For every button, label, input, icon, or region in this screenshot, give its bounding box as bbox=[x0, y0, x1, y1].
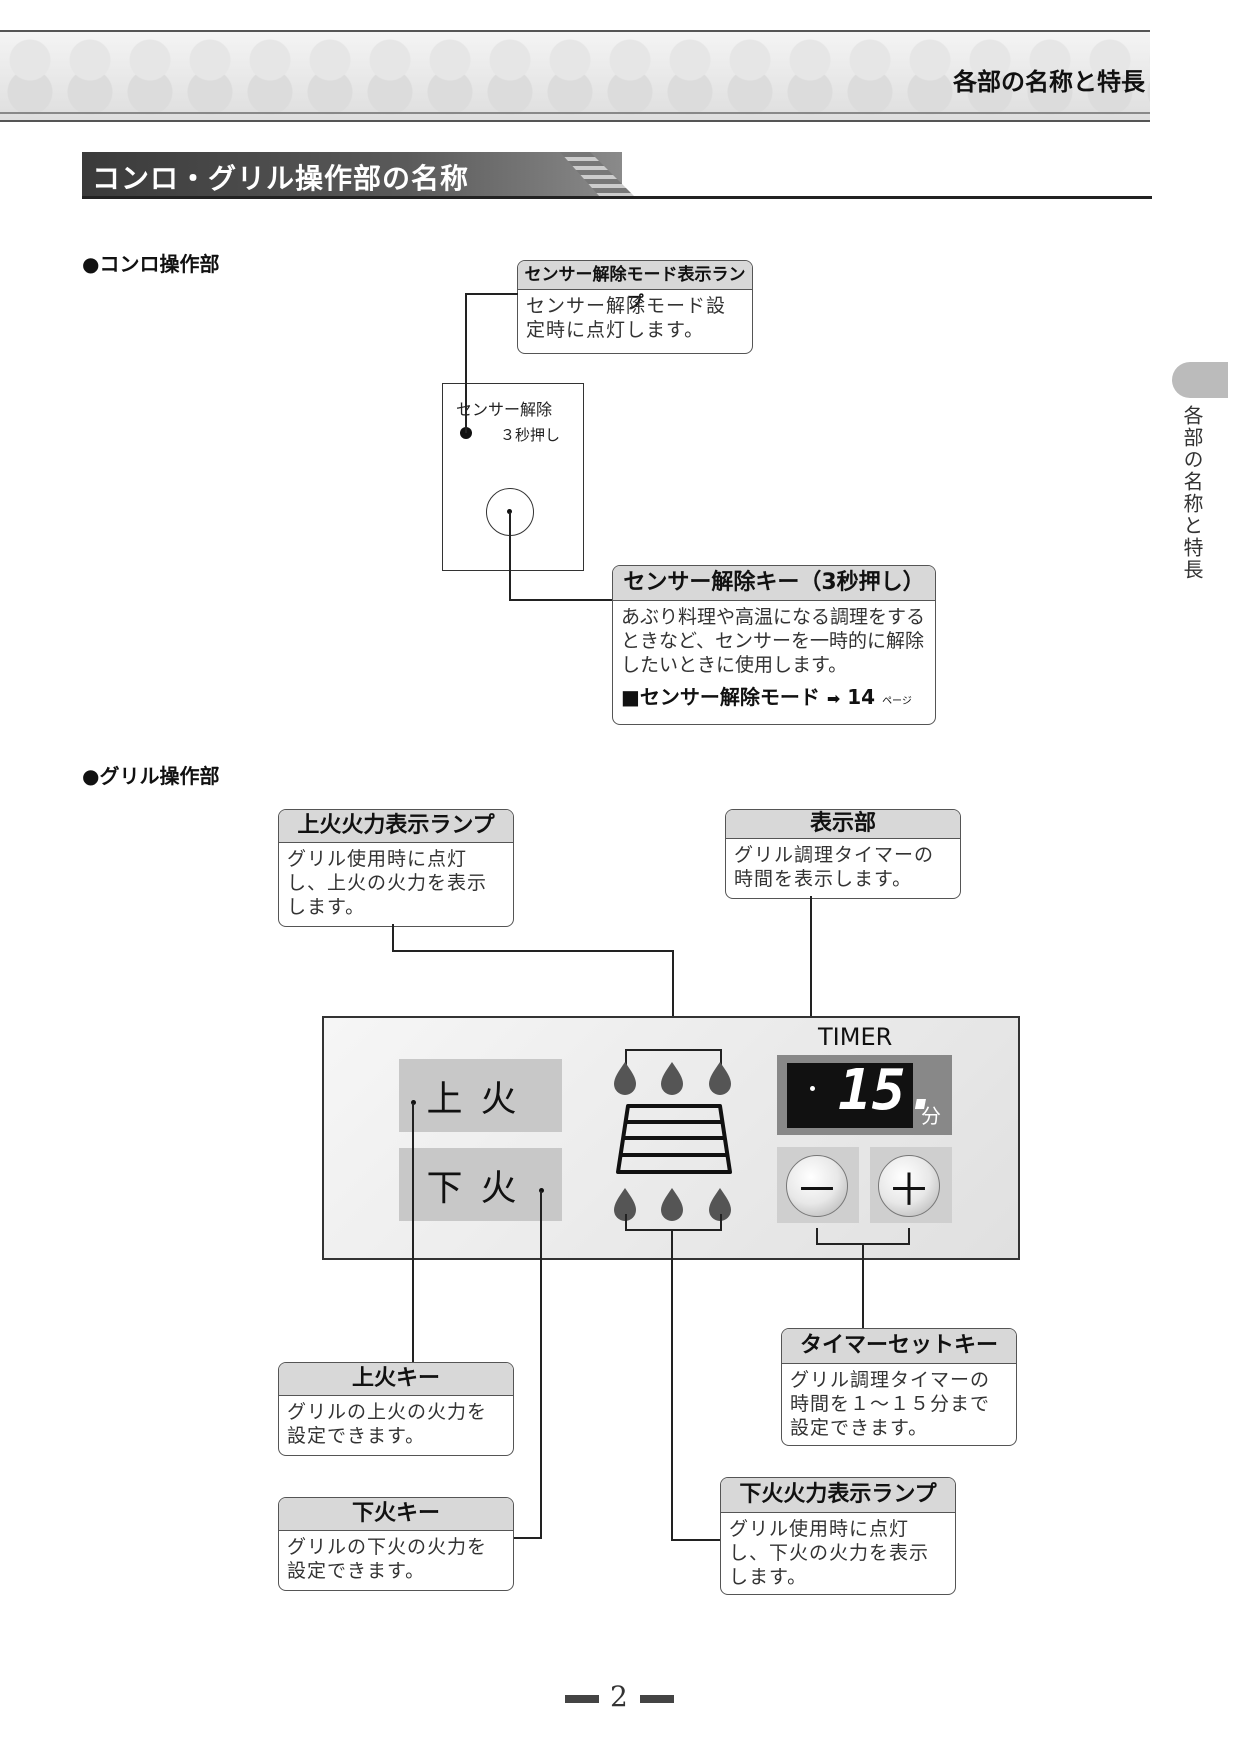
leader-line bbox=[908, 1228, 910, 1244]
flame-icon bbox=[614, 1188, 636, 1221]
callout-title: 下火火力表示ランプ bbox=[721, 1478, 955, 1513]
key-dot bbox=[507, 509, 512, 514]
reference-text: ■センサー解除モード bbox=[621, 685, 820, 709]
arrow-icon: ➡ bbox=[826, 689, 841, 708]
konro-panel bbox=[442, 383, 584, 571]
lower-lamp-callout: 下火火力表示ランプ グリル使用時に点灯し、下火の火力を表示します。 bbox=[720, 1477, 956, 1595]
leader-line bbox=[720, 1049, 722, 1065]
callout-body: グリル調理タイマーの時間を１～１５分まで設定できます。 bbox=[790, 1369, 991, 1439]
leader-line bbox=[512, 1537, 542, 1539]
leader-line bbox=[720, 1214, 722, 1230]
flame-icon bbox=[709, 1062, 731, 1095]
callout-title: センサー解除モード表示ランプ bbox=[518, 261, 752, 313]
leader-line bbox=[392, 950, 673, 952]
leader-line bbox=[540, 1191, 542, 1538]
flame-icon bbox=[661, 1188, 683, 1221]
timer-value: 15. bbox=[838, 1058, 940, 1123]
display-callout: 表示部 グリル調理タイマーの時間を表示します。 bbox=[725, 809, 961, 899]
leader-line bbox=[672, 950, 674, 1050]
konro-heading: ●コンロ操作部 bbox=[82, 252, 220, 276]
flame-icon bbox=[661, 1062, 683, 1095]
leader-line bbox=[392, 924, 394, 951]
sensor-key-callout: センサー解除キー（3秒押し） あぶり料理や高温になる調理をするときなど、センサー… bbox=[612, 565, 936, 725]
footer-bar-right bbox=[640, 1695, 674, 1703]
callout-body: あぶり料理や高温になる調理をするときなど、センサーを一時的に解除したいときに使用… bbox=[621, 606, 926, 676]
upper-flame-lamps bbox=[614, 1062, 731, 1095]
header-band bbox=[0, 30, 1150, 122]
timer-unit: 分 bbox=[921, 1104, 941, 1128]
section-title-bar bbox=[82, 152, 622, 197]
leader-line bbox=[465, 293, 518, 295]
leader-dot bbox=[411, 1100, 416, 1105]
leader-line bbox=[671, 1539, 720, 1541]
sensor-lamp bbox=[460, 427, 472, 439]
upper-key-callout: 上火キー グリルの上火の火力を設定できます。 bbox=[278, 1362, 514, 1456]
leader-line bbox=[625, 1049, 627, 1065]
page-number: 2 bbox=[610, 1680, 628, 1713]
leader-line bbox=[862, 1243, 864, 1328]
lcd-screen bbox=[787, 1063, 913, 1128]
sensor-lamp-callout: センサー解除モード表示ランプ センサー解除モード設定時に点灯します。 bbox=[517, 260, 753, 354]
callout-title: 上火キー bbox=[279, 1363, 513, 1396]
callout-title: センサー解除キー（3秒押し） bbox=[613, 566, 935, 601]
leader-line bbox=[625, 1049, 722, 1051]
lower-key-callout: 下火キー グリルの下火の火力を設定できます。 bbox=[278, 1497, 514, 1591]
flame-icon bbox=[614, 1062, 636, 1095]
timer-key-callout: タイマーセットキー グリル調理タイマーの時間を１～１５分まで設定できます。 bbox=[781, 1328, 1017, 1446]
leader-line bbox=[625, 1229, 722, 1231]
section-title: コンロ・グリル操作部の名称 bbox=[92, 162, 470, 195]
callout-body: センサー解除モード設定時に点灯します。 bbox=[526, 295, 727, 341]
leader-line bbox=[816, 1228, 818, 1244]
callout-title: 下火キー bbox=[279, 1498, 513, 1531]
leader-line bbox=[509, 512, 511, 601]
lower-flame-lamps bbox=[614, 1188, 731, 1221]
upper-heat-key[interactable]: 上火 bbox=[399, 1059, 562, 1132]
flame-icon bbox=[709, 1188, 731, 1221]
leader-dot bbox=[539, 1188, 544, 1193]
callout-body: グリル使用時に点灯し、下火の火力を表示します。 bbox=[729, 1518, 930, 1588]
leader-line bbox=[509, 599, 613, 601]
section-underline bbox=[82, 196, 1152, 199]
grill-icon bbox=[616, 1104, 732, 1174]
callout-title: 表示部 bbox=[726, 810, 960, 839]
timer-plus-key[interactable]: ＋ bbox=[878, 1155, 940, 1217]
konro-panel-sublabel: ３秒押し bbox=[500, 426, 561, 444]
header-title: 各部の名称と特長 bbox=[953, 68, 1145, 96]
callout-body: グリル調理タイマーの時間を表示します。 bbox=[734, 844, 935, 890]
page-reference: ■センサー解除モード ➡ 14 ページ bbox=[613, 681, 935, 710]
timer-label: TIMER bbox=[818, 1023, 893, 1051]
timer-minus-key[interactable]: － bbox=[786, 1155, 848, 1217]
leader-line bbox=[412, 1103, 414, 1363]
reference-page: 14 bbox=[847, 685, 876, 709]
upper-lamp-callout: 上火火力表示ランプ グリル使用時に点灯し、上火の火力を表示します。 bbox=[278, 809, 514, 927]
leader-line bbox=[465, 293, 467, 433]
side-tab-label: 各部の名称と特長 bbox=[1180, 405, 1204, 581]
callout-title: タイマーセットキー bbox=[782, 1329, 1016, 1364]
leader-dot bbox=[810, 1086, 815, 1091]
grill-heading: ●グリル操作部 bbox=[82, 764, 220, 788]
leader-line bbox=[810, 896, 812, 1086]
konro-panel-label: センサー解除 bbox=[456, 400, 553, 419]
callout-body: グリルの下火の火力を設定できます。 bbox=[287, 1536, 488, 1582]
callout-title: 上火火力表示ランプ bbox=[279, 810, 513, 843]
reference-page-unit: ページ bbox=[882, 696, 912, 707]
leader-line bbox=[671, 1231, 673, 1541]
callout-body: グリル使用時に点灯し、上火の火力を表示します。 bbox=[287, 848, 488, 918]
side-tab-marker bbox=[1172, 362, 1228, 398]
leader-line bbox=[625, 1214, 627, 1230]
lower-heat-key[interactable]: 下火 bbox=[399, 1148, 562, 1221]
callout-body: グリルの上火の火力を設定できます。 bbox=[287, 1401, 488, 1447]
footer-bar-left bbox=[565, 1695, 599, 1703]
